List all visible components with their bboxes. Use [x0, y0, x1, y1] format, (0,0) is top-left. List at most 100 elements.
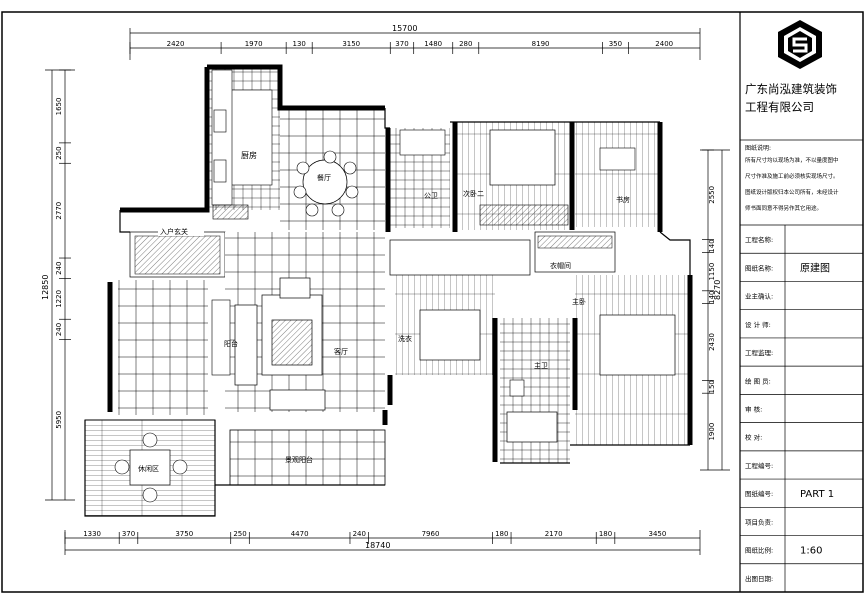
- room-label-living: 客厅: [334, 347, 348, 356]
- title-block-label-3: 设 计 师:: [745, 320, 771, 329]
- dim-bottom-seg-9: 180: [599, 530, 612, 538]
- title-block: 广东尚泓建筑装饰 工程有限公司 图纸说明: 所有尺寸均以现场为准，不以量度图中 …: [739, 12, 863, 592]
- room-label-wash: 洗衣: [398, 334, 412, 343]
- room-label-leisure: 休闲区: [138, 464, 159, 473]
- toilet-icon: [509, 379, 525, 397]
- dim-right-seg-5: 150: [708, 380, 716, 393]
- sofa-left: [234, 304, 258, 386]
- dim-right-seg-4: 2430: [708, 333, 716, 351]
- dim-bottom-seg-0: 1330: [83, 530, 101, 538]
- notes-line-3: 图纸设计版权归本公司所有，未经设计: [745, 188, 839, 196]
- plan: 厨房 餐厅 入户玄关 阳台 客厅 景观阳台: [84, 64, 693, 517]
- company-name-line2: 工程有限公司: [745, 100, 814, 114]
- dining-chairs: [293, 150, 359, 217]
- dim-right-seg-3: 140: [708, 291, 716, 304]
- dim-top-seg-0: 2420: [167, 40, 185, 48]
- corridor: [389, 239, 531, 276]
- bed-lower: [419, 309, 481, 361]
- kitchen-cabinet: [211, 69, 233, 206]
- notes-line-4: 师书面同意不得另作其它用途。: [745, 204, 822, 212]
- room-label-master: 主卧: [572, 297, 586, 306]
- dim-bottom-seg-5: 240: [353, 530, 366, 538]
- dim-right-seg-1: 140: [708, 239, 716, 252]
- dim-left-seg-4: 1220: [55, 290, 63, 308]
- dim-right-total: 8270: [713, 280, 722, 300]
- dim-bottom-seg-7: 180: [495, 530, 508, 538]
- coffee-table: [271, 319, 313, 366]
- title-block-label-0: 工程名称:: [745, 235, 773, 244]
- title-block-label-8: 工程编号:: [745, 461, 773, 470]
- bed-master: [599, 314, 676, 376]
- entry-cabinet: [134, 235, 221, 275]
- dim-top-seg-7: 8190: [532, 40, 550, 48]
- dimension-left: 12850 1650 250 2770 240 1220 240 5950: [41, 69, 75, 501]
- dining-table: [302, 159, 348, 205]
- dim-top-seg-2: 130: [292, 40, 305, 48]
- title-block-label-6: 审 核:: [745, 405, 762, 414]
- title-block-label-5: 绘 图 员:: [745, 376, 771, 385]
- tv-cabinet: [269, 389, 326, 411]
- stove-icon: [213, 109, 227, 133]
- wardrobe-second: [479, 204, 569, 226]
- study-floor: [575, 122, 660, 227]
- room-label-entry: 入户玄关: [160, 227, 188, 236]
- dim-bottom-seg-6: 7960: [422, 530, 440, 538]
- notes-line-2: 尺寸作准及施工前必须核实现场尺寸。: [745, 172, 839, 180]
- title-block-label-1: 图纸名称:: [745, 263, 773, 272]
- dimension-right: 8270 2550 140 1150 140 2430 150 1900: [700, 149, 730, 471]
- room-label-study: 书房: [616, 195, 630, 204]
- dim-bottom-seg-2: 3750: [175, 530, 193, 538]
- dim-bottom-seg-8: 2170: [545, 530, 563, 538]
- title-block-label-11: 图纸比例:: [745, 546, 773, 555]
- dim-left-seg-2: 2770: [55, 202, 63, 220]
- hexagon-s-logo-icon: [778, 20, 822, 69]
- dim-right-seg-2: 1150: [708, 263, 716, 281]
- room-label-kitchen: 厨房: [241, 150, 257, 160]
- title-block-label-7: 校 对:: [745, 433, 762, 442]
- landscape-balcony: [229, 429, 386, 486]
- title-block-label-2: 业主确认:: [745, 292, 773, 301]
- notes-title: 图纸说明:: [745, 144, 771, 152]
- title-block-label-10: 项目负责:: [745, 517, 773, 526]
- dim-top-seg-8: 350: [609, 40, 622, 48]
- title-block-value-1: 原建图: [800, 261, 830, 274]
- dim-right-seg-6: 1900: [708, 423, 716, 441]
- desk: [599, 147, 636, 171]
- title-block-label-4: 工程监理:: [745, 348, 773, 357]
- notes-line-1: 所有尺寸均以现场为准，不以量度图中: [745, 156, 839, 164]
- dim-bottom-seg-4: 4470: [291, 530, 309, 538]
- dim-left-seg-0: 1650: [55, 98, 63, 116]
- side-cabinet: [211, 299, 231, 376]
- title-block-label-9: 图纸编号:: [745, 489, 773, 498]
- dim-top-seg-4: 370: [395, 40, 408, 48]
- title-block-label-12: 出图日期:: [745, 574, 773, 583]
- room-label-dining: 餐厅: [317, 173, 331, 182]
- dim-top-seg-1: 1970: [245, 40, 263, 48]
- dim-right-seg-0: 2550: [708, 186, 716, 204]
- title-block-value-11: 1:60: [800, 546, 822, 557]
- dim-bottom-seg-1: 370: [122, 530, 135, 538]
- dim-bottom-seg-3: 250: [233, 530, 246, 538]
- dim-left-seg-5: 240: [55, 323, 63, 336]
- kitchen-counter: [229, 89, 273, 186]
- dim-left-seg-3: 240: [55, 262, 63, 275]
- dim-left-seg-6: 5950: [55, 411, 63, 429]
- dim-top-seg-9: 2400: [655, 40, 673, 48]
- dim-bottom-seg-10: 3450: [648, 530, 666, 538]
- bed-second: [489, 129, 556, 186]
- bathtub: [506, 411, 558, 443]
- armchair: [279, 277, 311, 299]
- dim-top-seg-3: 3150: [342, 40, 360, 48]
- room-label-master-bath: 主卫: [534, 361, 548, 370]
- dim-left-total: 12850: [41, 275, 50, 300]
- dim-left-seg-1: 250: [55, 146, 63, 159]
- dim-top-total: 15700: [392, 24, 417, 33]
- hall-floor: [118, 280, 208, 415]
- title-block-value-9: PART 1: [800, 489, 834, 500]
- room-label-cloakroom: 衣帽间: [550, 261, 571, 270]
- dim-top-seg-5: 1480: [424, 40, 442, 48]
